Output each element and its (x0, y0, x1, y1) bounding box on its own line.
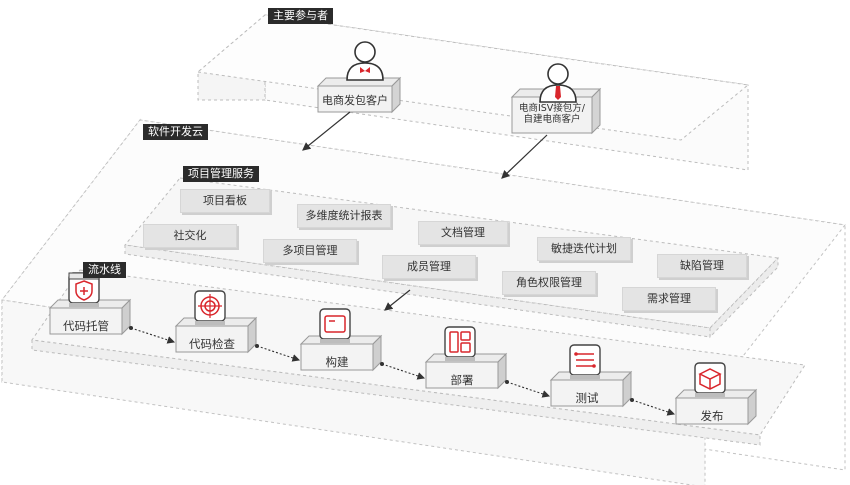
target-icon (194, 290, 226, 325)
step-label-test: 测试 (575, 391, 599, 405)
participant-label-1: 电商发包客户 (322, 94, 388, 107)
step-label-build: 构建 (325, 355, 349, 369)
service-member-management[interactable]: 成员管理 (382, 255, 476, 279)
service-role-permission[interactable]: 角色权限管理 (502, 271, 596, 295)
pipeline-connectors (129, 326, 676, 416)
connector-dot (129, 326, 133, 330)
arrow-project-to-pipeline (384, 289, 411, 311)
layout-icon (444, 326, 476, 361)
arrow-participant2-to-cloud (501, 134, 548, 179)
participant-label-2b: 自建电商客户 (523, 114, 581, 125)
participant-pedestal-1 (316, 76, 402, 114)
cloud-title: 软件开发云 (143, 124, 208, 140)
connector-dot (255, 344, 259, 348)
service-stats-report[interactable]: 多维度统计报表 (297, 204, 391, 228)
pipeline-connector (506, 381, 551, 398)
window-icon (319, 308, 351, 343)
pipeline-connector (631, 399, 676, 416)
pipeline-connector (381, 363, 426, 380)
participant-label-2a: 电商ISV接包方/ (518, 103, 586, 114)
pipeline-step-box[interactable] (424, 326, 508, 390)
service-project-board[interactable]: 项目看板 (180, 189, 270, 213)
connector-dot (630, 398, 634, 402)
person-tie-icon (539, 63, 577, 103)
pipeline-steps (48, 272, 758, 426)
project-layer (124, 177, 780, 339)
project-title: 项目管理服务 (183, 166, 259, 182)
service-requirements[interactable]: 需求管理 (622, 287, 716, 311)
step-label-release: 发布 (700, 409, 724, 423)
service-agile-plan[interactable]: 敏捷迭代计划 (537, 237, 631, 261)
service-multi-project[interactable]: 多项目管理 (263, 239, 357, 263)
participants-title: 主要参与者 (268, 8, 333, 24)
pipeline-step-box[interactable] (174, 290, 258, 354)
service-defect-management[interactable]: 缺陷管理 (657, 254, 747, 278)
step-label-code-hosting: 代码托管 (63, 319, 109, 333)
step-label-code-check: 代码检查 (189, 337, 235, 351)
person-icon (346, 41, 384, 81)
step-label-deploy: 部署 (450, 373, 474, 387)
service-doc-management[interactable]: 文档管理 (418, 221, 508, 245)
pipeline-step-box[interactable] (674, 362, 758, 426)
arrow-participant1-to-cloud (302, 111, 351, 151)
pipeline-step-box[interactable] (299, 308, 383, 372)
connector-dot (505, 380, 509, 384)
pipeline-connector (130, 327, 176, 344)
shield-plus-icon (68, 272, 100, 307)
flow-icon (569, 344, 601, 379)
package-icon (694, 362, 726, 397)
pipeline-step-box[interactable] (549, 344, 633, 408)
service-social[interactable]: 社交化 (143, 224, 237, 248)
pipeline-connector (256, 345, 301, 362)
connector-dot (380, 362, 384, 366)
pipeline-title: 流水线 (83, 262, 126, 278)
